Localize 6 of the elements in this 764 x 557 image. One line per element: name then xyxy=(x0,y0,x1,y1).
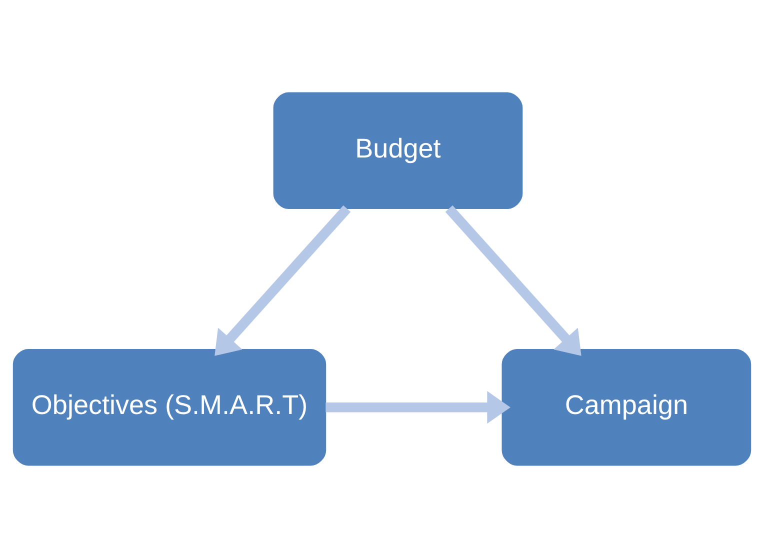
node-box: Budget xyxy=(273,92,523,208)
arrow xyxy=(445,204,582,356)
node-box: Campaign xyxy=(502,348,752,466)
arrow xyxy=(214,204,351,356)
arrow xyxy=(326,390,510,424)
node-box: Objectives (S.M.A.R.T) xyxy=(12,348,326,466)
